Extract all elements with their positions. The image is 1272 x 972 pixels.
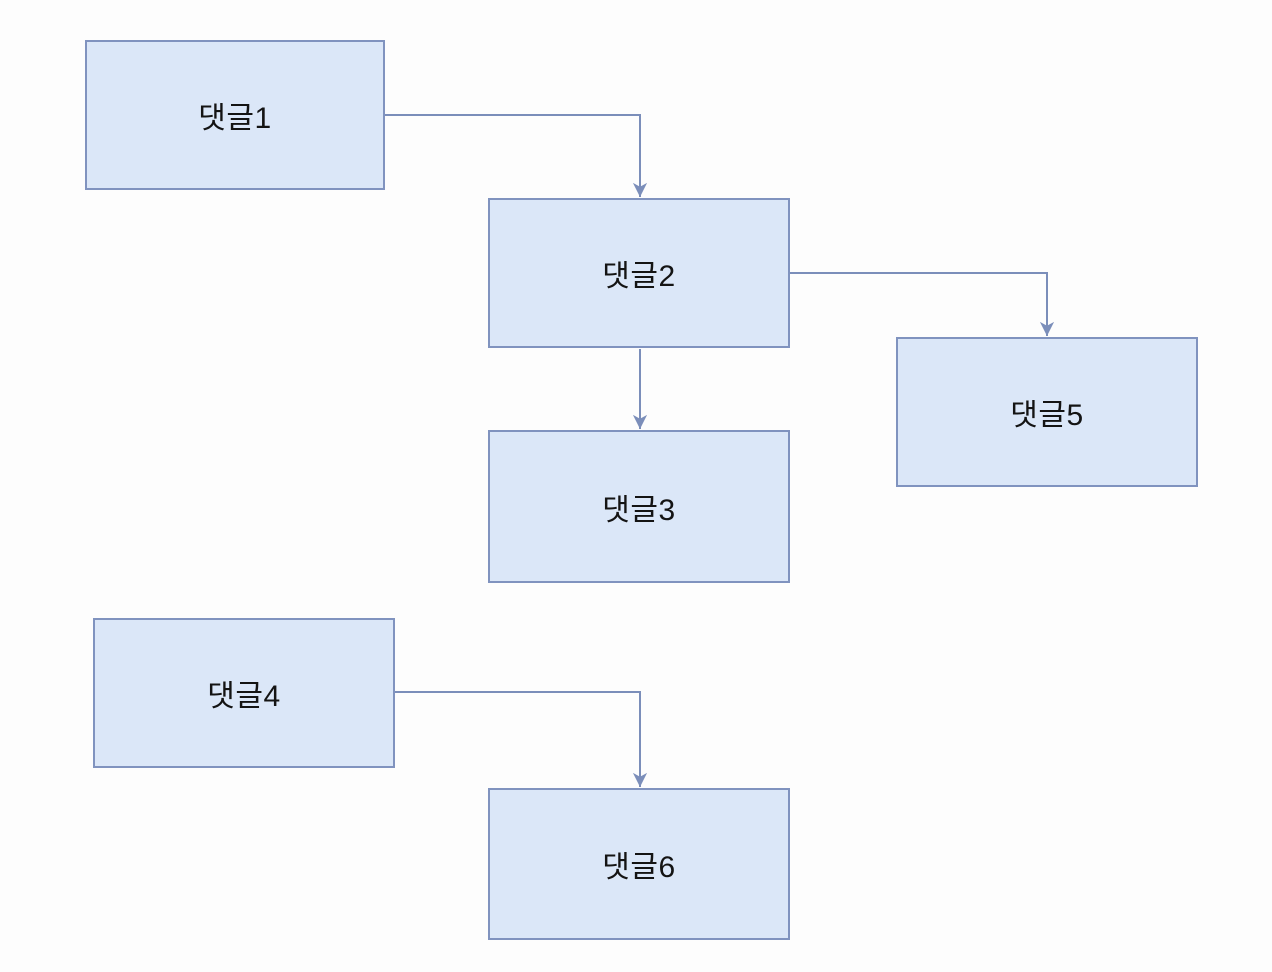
edge-comment1-comment2 [385,114,648,197]
node-comment1[interactable]: 댓글1 [85,40,385,190]
node-comment5[interactable]: 댓글5 [896,337,1198,487]
node-label-comment6: 댓글6 [602,851,676,884]
node-label-comment3: 댓글3 [602,493,676,527]
node-comment6[interactable]: 댓글6 [488,788,790,940]
node-comment2[interactable]: 댓글2 [488,198,790,348]
edge-comment2-comment5 [790,272,1055,336]
node-label-comment4: 댓글4 [207,680,281,713]
node-label-comment2: 댓글2 [602,260,676,293]
node-label-comment1: 댓글1 [198,102,272,135]
edge-comment4-comment6 [395,691,648,787]
node-label-comment5: 댓글5 [1010,399,1084,432]
node-comment3[interactable]: 댓글3 [488,430,790,583]
node-comment4[interactable]: 댓글4 [93,618,395,768]
